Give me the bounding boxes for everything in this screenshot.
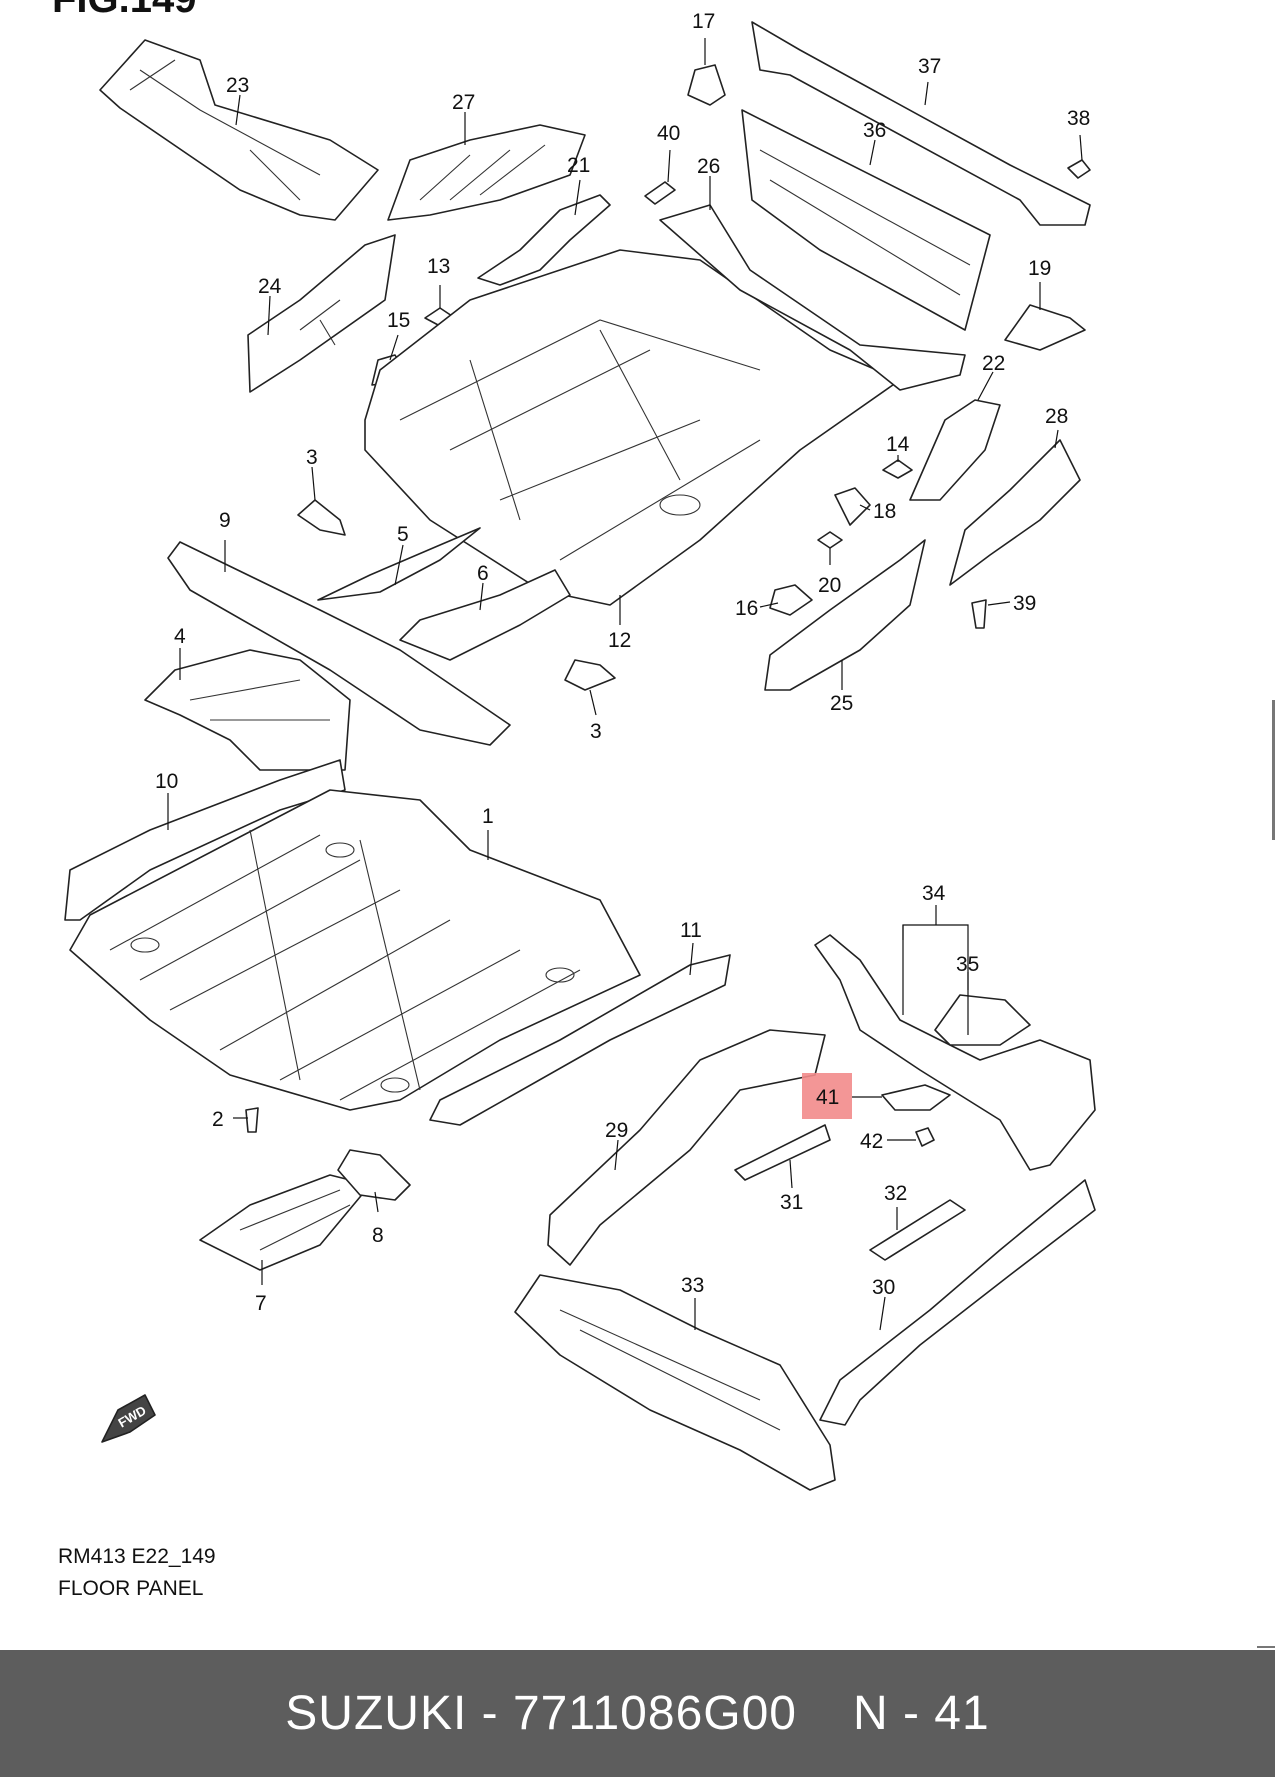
callout-12: 12 [608, 629, 631, 652]
part-2 [245, 1107, 259, 1133]
part-16 [769, 584, 813, 616]
parts-layer [64, 21, 1096, 1491]
part-21 [477, 194, 611, 286]
part-20 [817, 531, 843, 549]
callout-31: 31 [780, 1191, 803, 1214]
part-7 [199, 1174, 371, 1271]
part-19 [1004, 304, 1086, 351]
figure-code: RM413 E22_149 [58, 1545, 216, 1568]
callout-1: 1 [482, 805, 494, 828]
part-41 [881, 1084, 951, 1111]
part-10 [64, 759, 346, 921]
callout-17: 17 [692, 10, 715, 33]
callout-4: 4 [174, 625, 186, 648]
part-28 [949, 439, 1081, 586]
callout-30: 30 [872, 1276, 895, 1299]
part-35 [934, 994, 1031, 1046]
part-26 [659, 204, 966, 391]
part-27 [387, 124, 586, 221]
brand-part-number: SUZUKI - 7711086G00 [285, 1687, 797, 1740]
part-34 [814, 934, 1096, 1171]
part-42 [915, 1127, 935, 1147]
part-32 [869, 1199, 966, 1261]
part-12 [364, 249, 901, 606]
callout-6: 6 [477, 562, 489, 585]
part-33 [514, 1274, 836, 1491]
callout-20: 20 [818, 574, 841, 597]
floor-panel-diagram: FIG.149 [52, 0, 1096, 1491]
part-22 [909, 399, 1001, 501]
part-25 [764, 539, 926, 691]
callout-11: 11 [680, 919, 702, 942]
part-37 [751, 21, 1091, 226]
figure-name: FLOOR PANEL [58, 1577, 204, 1600]
callout-40: 40 [657, 122, 680, 145]
callout-23: 23 [226, 74, 249, 97]
callout-41: 41 [816, 1086, 839, 1109]
callout-34: 34 [922, 882, 946, 905]
part-11 [429, 954, 731, 1126]
highlight-box [802, 1073, 852, 1119]
page-edge-mark [1272, 700, 1275, 840]
callout-15: 15 [387, 309, 410, 332]
callout-labels: 1 2 3 3 4 5 6 7 8 9 10 11 12 13 14 15 16… [155, 10, 1090, 1315]
callout-3-upper: 3 [306, 446, 318, 469]
callout-35: 35 [956, 953, 979, 976]
part-number-banner: SUZUKI - 7711086G00 N - 41 [0, 1650, 1275, 1777]
part-6 [399, 569, 571, 661]
part-23 [99, 39, 379, 221]
callout-2: 2 [212, 1108, 224, 1131]
callout-32: 32 [884, 1182, 907, 1205]
callout-27: 27 [452, 91, 475, 114]
callout-33: 33 [681, 1274, 704, 1297]
leader-lines [167, 38, 1083, 1331]
callout-36: 36 [863, 119, 886, 142]
part-40 [644, 181, 676, 205]
callout-14: 14 [886, 433, 910, 456]
callout-37: 37 [918, 55, 941, 78]
part-29 [547, 1029, 826, 1266]
part-39 [971, 599, 987, 629]
callout-18: 18 [873, 500, 896, 523]
callout-39: 39 [1013, 592, 1036, 615]
part-14 [882, 459, 913, 479]
part-38 [1067, 159, 1091, 179]
part-4 [144, 649, 351, 771]
callout-10: 10 [155, 770, 178, 793]
part-1 [69, 789, 641, 1111]
fwd-arrow-icon [101, 1394, 156, 1443]
callout-22: 22 [982, 352, 1005, 375]
callout-3-lower: 3 [590, 720, 602, 743]
callout-19: 19 [1028, 257, 1051, 280]
callout-38: 38 [1067, 107, 1090, 130]
callout-21: 21 [567, 154, 590, 177]
callout-8: 8 [372, 1224, 384, 1247]
part-3-lower [564, 659, 616, 691]
callout-29: 29 [605, 1119, 628, 1142]
callout-5: 5 [397, 523, 409, 546]
part-3-upper [297, 499, 346, 536]
part-31 [734, 1124, 831, 1181]
callout-26: 26 [697, 155, 720, 178]
callout-13: 13 [427, 255, 450, 278]
part-30 [819, 1179, 1096, 1426]
page-edge-mark-bottom [1257, 1646, 1275, 1648]
callout-7: 7 [255, 1292, 267, 1315]
part-9 [167, 541, 511, 746]
callout-25: 25 [830, 692, 853, 715]
part-8 [337, 1149, 411, 1201]
reference-number: N - 41 [852, 1687, 990, 1740]
figure-title: FIG.149 [52, 0, 197, 21]
callout-16: 16 [735, 597, 758, 620]
callout-24: 24 [258, 275, 282, 298]
part-17 [687, 64, 726, 106]
callout-42: 42 [860, 1130, 883, 1153]
callout-9: 9 [219, 509, 231, 532]
part-18 [834, 487, 871, 526]
callout-28: 28 [1045, 405, 1068, 428]
